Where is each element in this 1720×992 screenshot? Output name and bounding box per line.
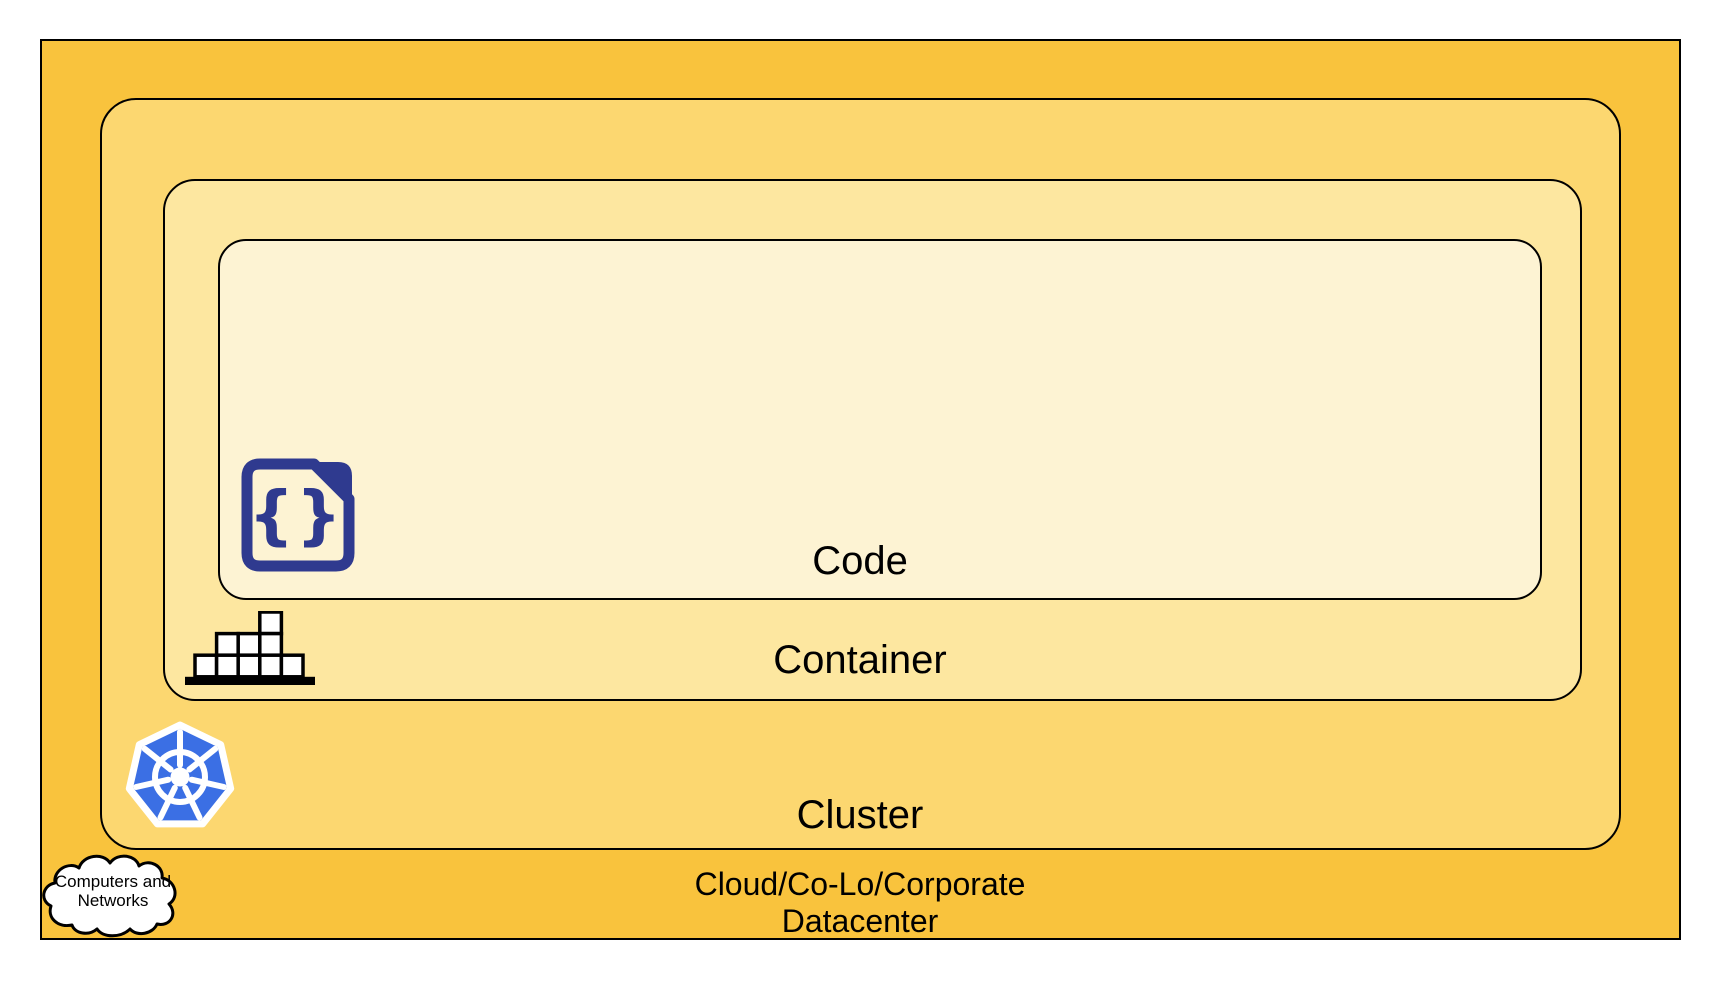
code-file-icon: {}	[241, 458, 355, 572]
layer-label-datacenter-line1: Cloud/Co-Lo/Corporate	[694, 866, 1026, 902]
container-base-bar	[185, 676, 315, 685]
container-stack-icon	[185, 611, 315, 685]
layer-label-datacenter: Cloud/Co-Lo/Corporate Datacenter	[0, 866, 1720, 940]
layer-label-code: Code	[812, 539, 908, 583]
computers-networks-cloud-icon	[42, 854, 177, 938]
cloud-label-line1: Computers and	[54, 872, 172, 891]
cloud-label: Computers and Networks	[43, 872, 183, 910]
layer-box-code	[218, 239, 1542, 600]
layer-label-datacenter-line2: Datacenter	[781, 903, 939, 939]
layer-label-container: Container	[773, 638, 947, 682]
cloud-label-line2: Networks	[77, 891, 149, 910]
code-braces-glyph: {}	[248, 479, 343, 553]
kubernetes-icon	[125, 721, 235, 828]
kubernetes-wheel	[133, 729, 227, 821]
layer-label-cluster: Cluster	[796, 793, 924, 837]
